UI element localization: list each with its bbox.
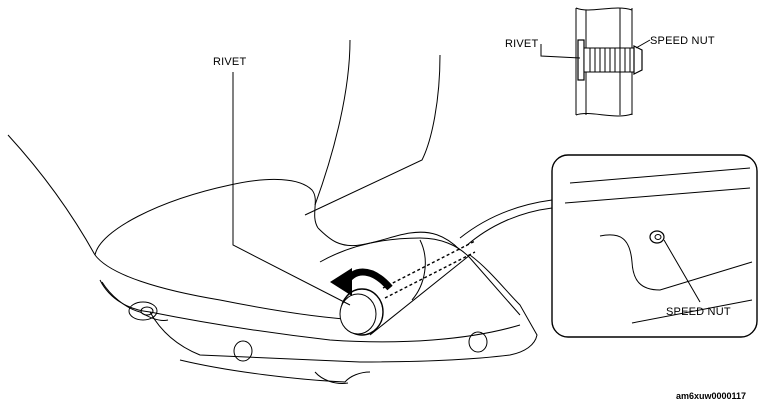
figure-code: am6xuw0000117 [676,391,746,401]
rivet-label-detail: RIVET [505,38,538,50]
zoom-inset [551,154,758,338]
rotate-arrow-icon [330,268,393,296]
rivet-head [339,288,384,336]
projection-lines [382,199,553,299]
section-detail [540,7,651,117]
rivet-callout [232,72,351,306]
speed-nut-label-inset: SPEED NUT [666,306,731,318]
speed-nut-label-detail: SPEED NUT [650,35,715,47]
seat-illustration [7,39,538,384]
rivet-label-main: RIVET [213,56,246,68]
